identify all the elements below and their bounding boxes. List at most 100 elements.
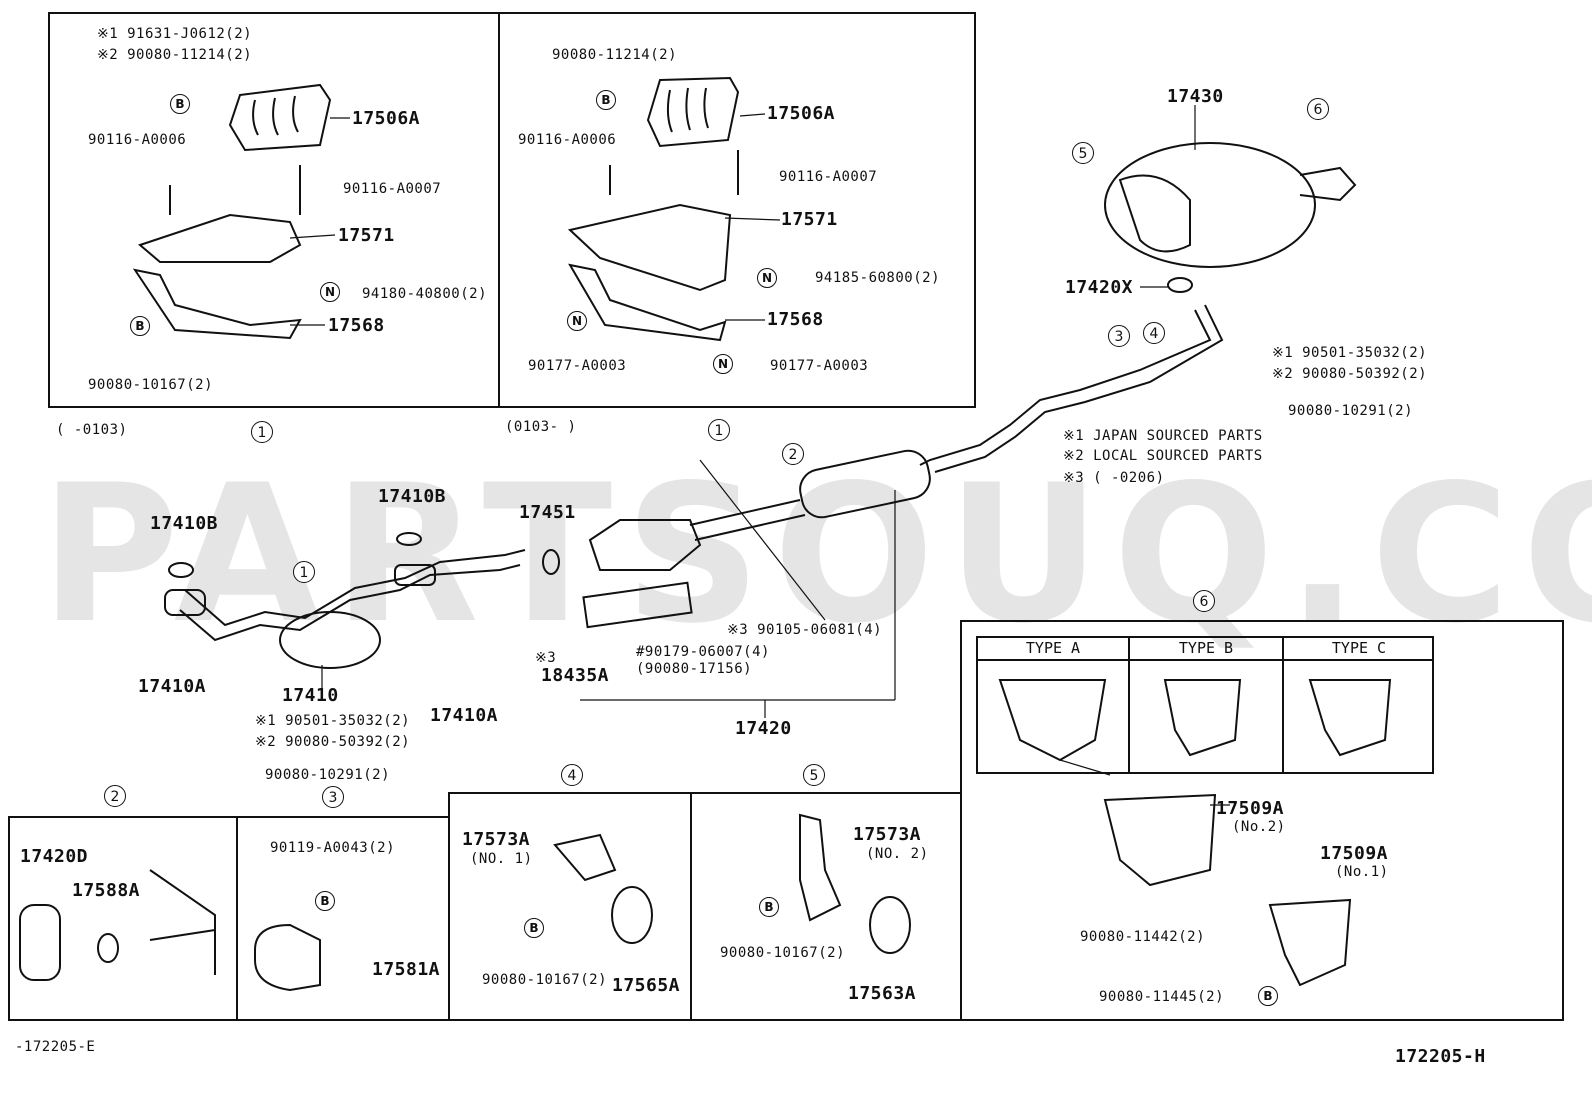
part-90116-A0006: 90116-A0006 [88, 132, 187, 148]
part-17568: 17568 [767, 309, 824, 330]
part-17573A: 17573A [853, 824, 922, 845]
part-17573A-note: (NO. 1) [470, 851, 533, 867]
index-5: 5 [803, 764, 825, 786]
badge-n: N [320, 282, 340, 302]
date-range-late: (0103- ) [505, 419, 577, 435]
index-6: 6 [1193, 590, 1215, 612]
part-94185-60800: 94185-60800(2) [815, 270, 941, 286]
index-2: 2 [104, 785, 126, 807]
part-90116-A0007: 90116-A0007 [343, 181, 442, 197]
part-90119-A0043: 90119-A0043(2) [270, 840, 396, 856]
heat-shield-mid [646, 76, 740, 148]
part-17410B: 17410B [150, 513, 219, 534]
index-3: 3 [1108, 325, 1130, 347]
box-6 [960, 620, 1564, 1021]
part-17451: 17451 [519, 502, 576, 523]
index-5: 5 [1072, 142, 1094, 164]
legend-date: ※3 ( -0206) [1063, 470, 1165, 486]
index-2: 2 [782, 443, 804, 465]
part-90179-06007: #90179-06007(4) [636, 644, 770, 660]
part-91631-J0612: ※1 91631-J0612(2) [97, 26, 253, 42]
part-90080-10167: 90080-10167(2) [88, 377, 214, 393]
part-17571: 17571 [338, 225, 395, 246]
badge-b: B [524, 918, 544, 938]
panel-bracket-early [48, 12, 500, 408]
badge-b: B [759, 897, 779, 917]
index-1: 1 [251, 421, 273, 443]
tail-pipe [919, 309, 1212, 466]
part-90080-11445: 90080-11445(2) [1099, 989, 1225, 1005]
part-90501-35032: ※1 90501-35032(2) [1272, 345, 1428, 361]
part-17509A-no2: 17509A [1216, 798, 1285, 819]
index-4: 4 [1143, 322, 1165, 344]
hanger-17563A [869, 896, 911, 954]
part-17581A: 17581A [372, 959, 441, 980]
part-90080-10167: 90080-10167(2) [482, 972, 608, 988]
badge-b: B [315, 891, 335, 911]
index-4: 4 [561, 764, 583, 786]
index-3: 3 [322, 786, 344, 808]
legend-japan: ※1 JAPAN SOURCED PARTS [1063, 428, 1263, 444]
badge-b: B [130, 316, 150, 336]
part-17565A: 17565A [612, 975, 681, 996]
type-a-header: TYPE A [1025, 639, 1081, 657]
isolator-17509A-no2 [1103, 793, 1217, 887]
part-90105-06081: ※3 90105-06081(4) [727, 622, 883, 638]
part-17410A: 17410A [138, 676, 207, 697]
note-mark-3: ※3 [535, 650, 557, 666]
part-90116-A0007: 90116-A0007 [779, 169, 878, 185]
badge-n: N [567, 311, 587, 331]
part-17506A: 17506A [767, 103, 836, 124]
badge-b: B [1258, 986, 1278, 1006]
part-90177-A0003: 90177-A0003 [770, 358, 869, 374]
part-90080-50392: ※2 90080-50392(2) [1272, 366, 1428, 382]
part-90080-50392: ※2 90080-50392(2) [255, 734, 411, 750]
clamp-17581A [254, 923, 321, 992]
part-17410A: 17410A [430, 705, 499, 726]
isolator-type-b [1163, 679, 1242, 757]
hanger-17565A [611, 886, 653, 944]
part-17573A: 17573A [462, 829, 531, 850]
part-17509A-no1: 17509A [1320, 843, 1389, 864]
box-5 [690, 792, 962, 1021]
bracket-17568-mid [568, 263, 727, 342]
legend-local: ※2 LOCAL SOURCED PARTS [1063, 448, 1263, 464]
isolator-type-a [998, 679, 1107, 762]
part-90080-10291: 90080-10291(2) [1288, 403, 1414, 419]
part-17509A-no2-note: (No.2) [1232, 819, 1286, 835]
part-90501-35032: ※1 90501-35032(2) [255, 713, 411, 729]
part-17420D: 17420D [20, 846, 89, 867]
type-b-header: TYPE B [1178, 639, 1234, 657]
part-17420: 17420 [735, 718, 792, 739]
part-17571: 17571 [781, 209, 838, 230]
part-90116-A0006: 90116-A0006 [518, 132, 617, 148]
heat-shield-left [228, 83, 332, 152]
part-17410B: 17410B [378, 486, 447, 507]
diagram-code-right: 172205-H [1395, 1046, 1486, 1067]
index-6: 6 [1307, 98, 1329, 120]
type-header-line [976, 659, 1434, 661]
muffler-17430 [1104, 142, 1316, 268]
bracket-17571-left [138, 213, 302, 263]
part-90080-10167: 90080-10167(2) [720, 945, 846, 961]
bracket-17571-mid [567, 203, 732, 292]
part-90080-11214: ※2 90080-11214(2) [97, 47, 253, 63]
diagram-code-left: -172205-E [15, 1039, 96, 1055]
part-90080-11442: 90080-11442(2) [1080, 929, 1206, 945]
catalytic-converter-17451 [588, 519, 702, 571]
bracket-17568-left [132, 268, 302, 340]
date-range-early: ( -0103) [56, 422, 128, 438]
part-94180-40800: 94180-40800(2) [362, 286, 488, 302]
box-6-types [976, 636, 1434, 774]
badge-n: N [713, 354, 733, 374]
part-17420X: 17420X [1065, 277, 1134, 298]
index-1: 1 [708, 419, 730, 441]
type-divider-2 [1282, 636, 1284, 774]
part-17573A-note: (NO. 2) [866, 846, 929, 862]
isolator-17509A-no1 [1268, 898, 1352, 987]
part-90080-11214: 90080-11214(2) [552, 47, 678, 63]
part-17588A: 17588A [72, 880, 141, 901]
heat-insulator-18435A [582, 581, 693, 629]
type-c-header: TYPE C [1331, 639, 1387, 657]
